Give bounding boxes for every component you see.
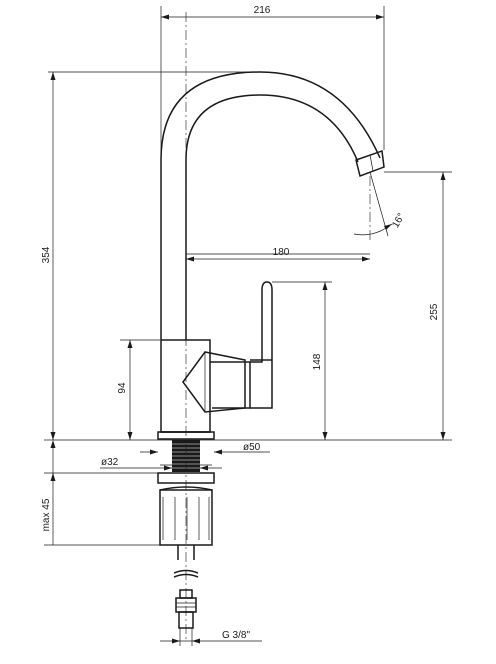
dim-height-label: 354: [41, 246, 52, 263]
centre-lines: [185, 12, 371, 640]
extension-lines: [44, 6, 452, 646]
dim-reach-label: 180: [273, 247, 290, 258]
dim-connector-label: G 3/8": [222, 630, 250, 641]
faucet-outline: [157, 71, 385, 629]
dim-hole-diameter-label: ø32: [101, 457, 119, 468]
dim-width-label: 216: [254, 5, 271, 16]
dim-angle-label: 16°: [390, 211, 407, 230]
dim-lever-height-label: 148: [312, 353, 323, 370]
dimension-labels: 216 180 354 255 148 94 16° ø50 ø32 max 4…: [41, 5, 440, 641]
dim-base-diameter-label: ø50: [243, 442, 261, 453]
dimension-lines: [44, 14, 446, 644]
dim-spout-height-label: 255: [429, 303, 440, 320]
dim-body-height-label: 94: [117, 382, 128, 394]
dim-max-thickness-label: max 45: [41, 498, 52, 531]
